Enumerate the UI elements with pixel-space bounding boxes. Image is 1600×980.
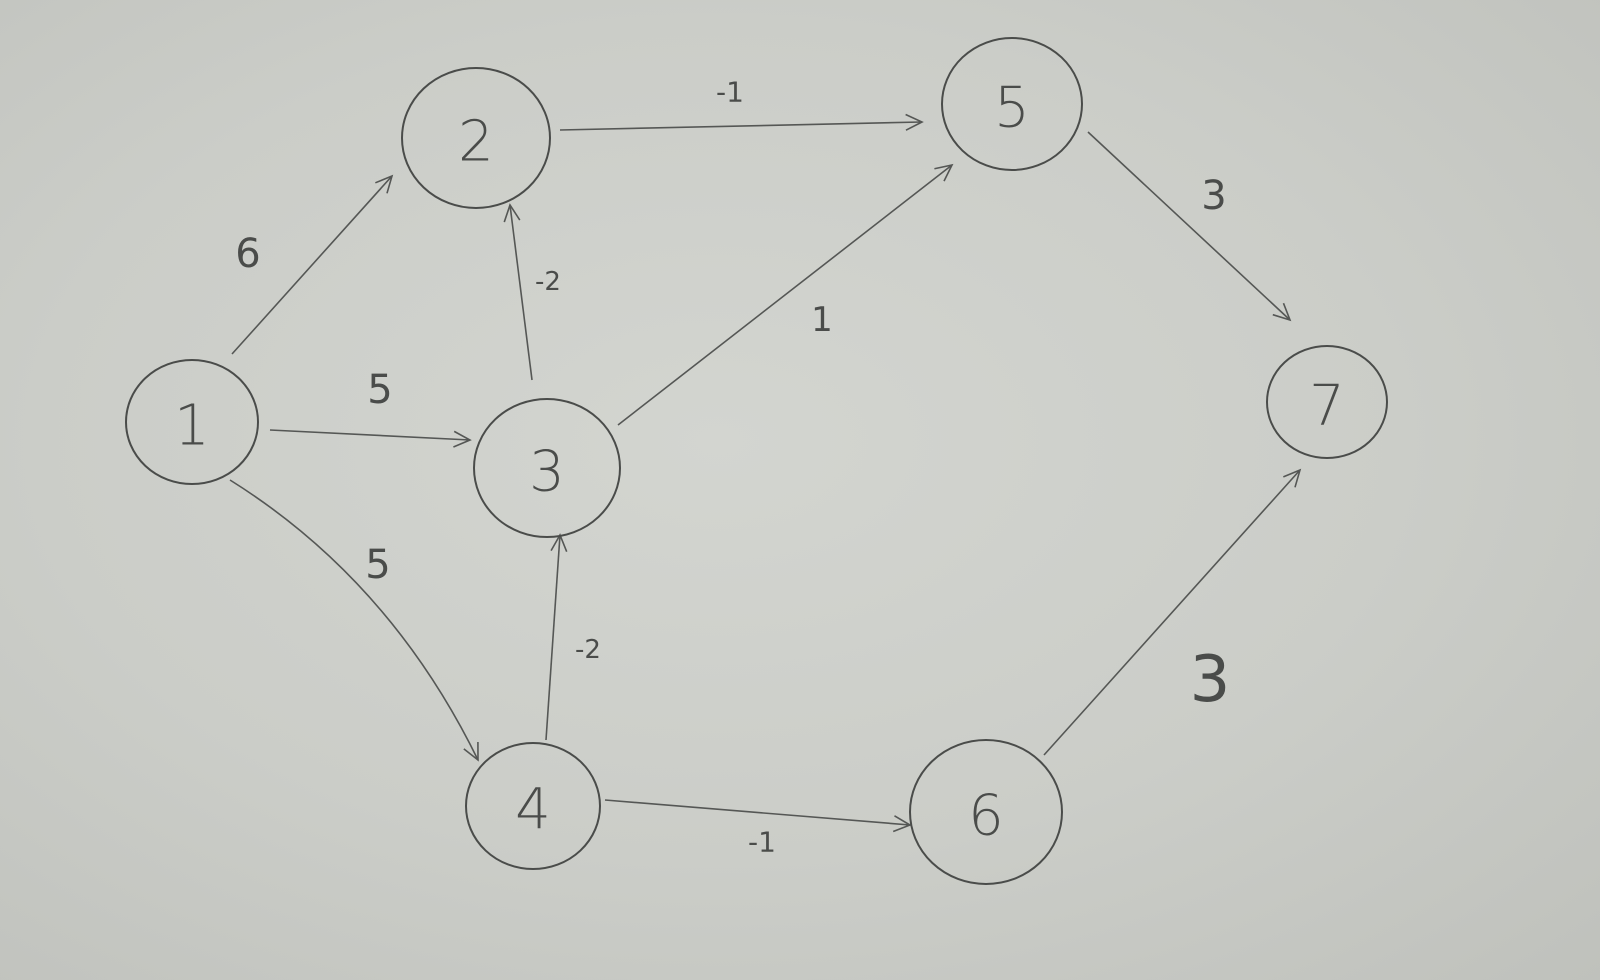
node-4: 4 <box>465 742 601 870</box>
node-7-label: 7 <box>1309 374 1345 439</box>
node-3-circle <box>473 398 621 538</box>
edge-weight-4-to-6: -1 <box>748 826 776 859</box>
edge-weight-1-to-4: 5 <box>365 542 390 588</box>
node-6-circle <box>909 739 1063 885</box>
edge-4-to-3 <box>545 534 561 741</box>
edge-4-to-6 <box>604 799 911 826</box>
arrowhead-3-to-2 <box>503 203 521 223</box>
arrowhead-2-to-5 <box>905 113 924 131</box>
node-3-label: 3 <box>529 440 565 505</box>
node-2-label: 2 <box>458 110 494 175</box>
arrowhead-3-to-5 <box>934 163 954 182</box>
edge-1-to-2 <box>231 175 393 355</box>
edge-weight-4-to-3: -2 <box>575 635 601 665</box>
node-1-circle <box>125 359 259 485</box>
edge-weight-1-to-3: 5 <box>367 367 392 413</box>
edge-weight-2-to-5: -1 <box>716 76 744 109</box>
node-7-circle <box>1266 345 1388 459</box>
arrowhead-6-to-7 <box>1283 468 1302 488</box>
node-1-label: 1 <box>174 394 210 459</box>
edge-weight-6-to-7: 3 <box>1190 643 1231 717</box>
node-5-circle <box>941 37 1083 171</box>
edge-1-to-3 <box>269 429 471 441</box>
edge-5-to-7 <box>1087 131 1291 321</box>
edge-weight-1-to-2: 6 <box>235 231 260 277</box>
node-6-label: 6 <box>968 784 1004 849</box>
node-1: 1 <box>125 359 259 485</box>
arrowhead-4-to-6 <box>892 815 912 833</box>
node-4-label: 4 <box>515 778 551 843</box>
edge-3-to-5 <box>617 164 953 426</box>
node-6: 6 <box>909 739 1063 885</box>
node-5: 5 <box>941 37 1083 171</box>
arrowhead-5-to-7 <box>1272 302 1292 322</box>
node-5-label: 5 <box>994 76 1030 141</box>
edge-weight-3-to-5: 1 <box>811 300 833 340</box>
edge-weight-5-to-7: 3 <box>1201 173 1226 219</box>
node-2-circle <box>401 67 551 209</box>
edge-6-to-7 <box>1043 469 1301 756</box>
edge-1-to-4 <box>229 479 479 761</box>
node-3: 3 <box>473 398 621 538</box>
arrowhead-1-to-3 <box>453 430 472 448</box>
edge-3-to-2 <box>509 204 533 381</box>
node-7: 7 <box>1266 345 1388 459</box>
edge-2-to-5 <box>559 121 923 131</box>
node-4-circle <box>465 742 601 870</box>
edge-weight-3-to-2: -2 <box>535 267 561 297</box>
arrowhead-1-to-2 <box>375 174 394 194</box>
nodes: 1 2 3 4 5 6 7 <box>125 37 1388 885</box>
edges: 6 5 5 -2 -1 1 -2 -1 3 3 <box>229 76 1302 859</box>
node-2: 2 <box>401 67 551 209</box>
arrowhead-1-to-4 <box>463 741 479 762</box>
